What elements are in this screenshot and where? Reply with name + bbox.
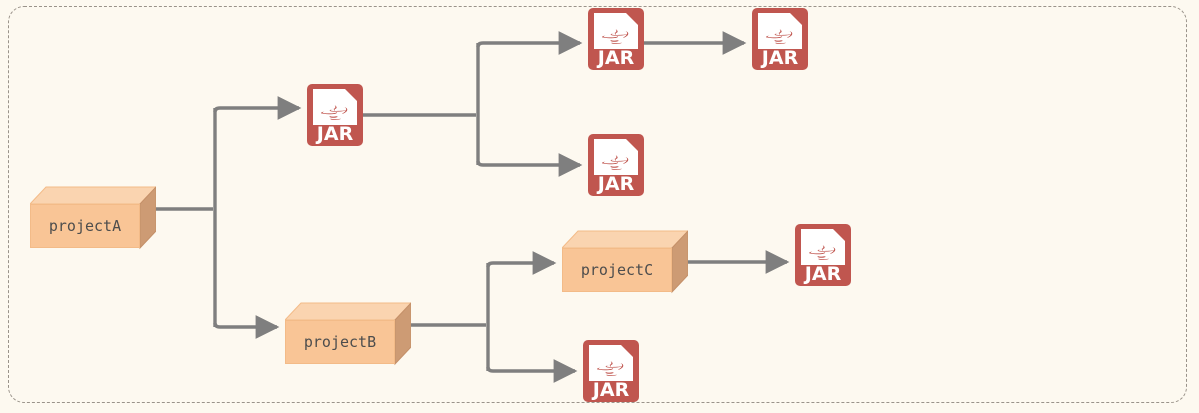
edge-projectA-jar1 [213,96,302,120]
edge-jar1-jar2 [476,31,583,55]
projectB-label: projectB [303,333,377,351]
node-jar-6[interactable]: JAR [583,340,639,402]
java-jar-file-icon: JAR [588,134,644,196]
java-jar-file-icon: JAR [583,340,639,402]
edge-projectA-projectB [213,315,280,339]
jar-label-text: JAR [591,379,630,401]
node-jar-5[interactable]: JAR [795,224,851,286]
node-projectC[interactable]: projectC [562,230,688,294]
edge-projectB-projectC [486,251,557,275]
node-projectA[interactable]: projectA [30,186,156,250]
node-jar-2[interactable]: JAR [588,8,644,70]
project-cube-icon [285,302,411,366]
java-jar-file-icon: JAR [588,8,644,70]
jar-label-text: JAR [315,123,354,145]
project-cube-icon [30,186,156,250]
node-jar-4[interactable]: JAR [588,134,644,196]
jar-label-text: JAR [803,263,842,285]
java-jar-file-icon: JAR [752,8,808,70]
projectC-face: projectC [562,248,672,292]
java-jar-file-icon: JAR [795,224,851,286]
jar-label-text: JAR [596,173,635,195]
edge-jar1-jar4 [476,153,583,177]
projectC-label: projectC [580,261,654,279]
node-projectB[interactable]: projectB [285,302,411,366]
java-jar-file-icon: JAR [307,84,363,146]
projectA-face: projectA [30,204,140,248]
project-cube-icon [562,230,688,294]
projectA-label: projectA [48,217,122,235]
projectB-face: projectB [285,320,395,364]
node-jar-3[interactable]: JAR [752,8,808,70]
edge-projectB-jar6 [486,359,578,383]
node-jar-1[interactable]: JAR [307,84,363,146]
jar-label-text: JAR [760,47,799,69]
jar-label-text: JAR [596,47,635,69]
